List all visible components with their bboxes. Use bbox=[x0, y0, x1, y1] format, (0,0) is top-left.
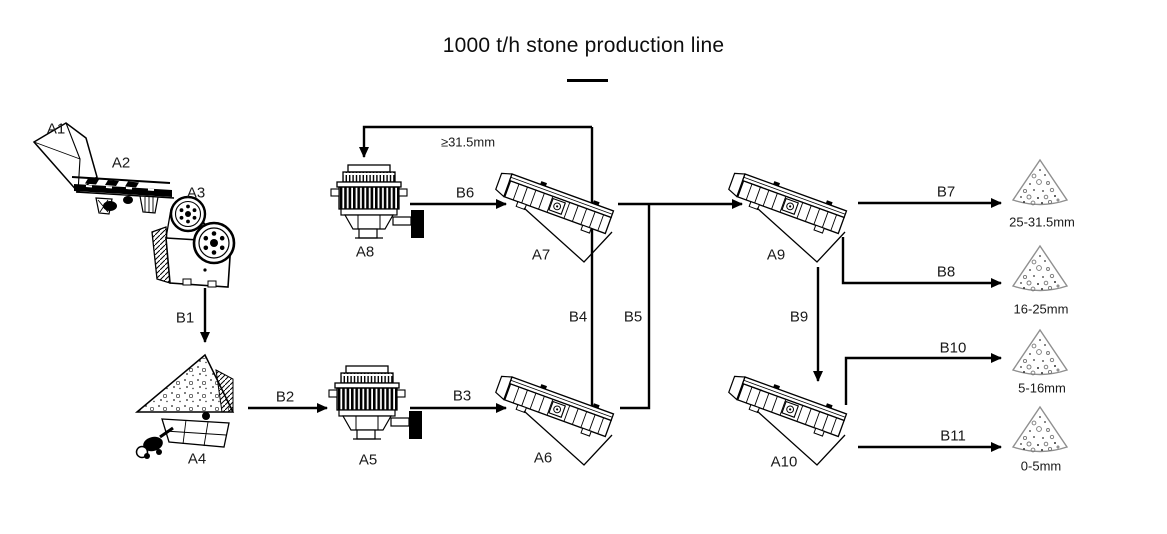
label-a2: A2 bbox=[111, 154, 131, 172]
product-pile-2-icon bbox=[1012, 245, 1068, 292]
label-a1: A1 bbox=[46, 120, 66, 138]
stockpile-icon bbox=[134, 353, 235, 459]
vibrating-feeder-icon bbox=[71, 176, 175, 215]
product-label-4: 0-5mm bbox=[1020, 458, 1062, 474]
vibrating-screen-a6-icon bbox=[492, 369, 616, 466]
product-label-3: 5-16mm bbox=[1018, 380, 1066, 396]
flow-label-b6: B6 bbox=[455, 184, 475, 202]
flow-label-b1: B1 bbox=[175, 309, 195, 327]
cone-crusher-a5-icon bbox=[328, 365, 423, 440]
flow-label-b9: B9 bbox=[789, 308, 809, 326]
label-a8: A8 bbox=[355, 243, 375, 261]
label-a4: A4 bbox=[187, 450, 207, 468]
flow-lines bbox=[200, 125, 1002, 452]
flow-label-b8: B8 bbox=[936, 263, 956, 281]
flow-arrow-b10 bbox=[844, 353, 1002, 405]
flow-label-b11: B11 bbox=[940, 427, 966, 445]
product-pile-3-icon bbox=[1012, 329, 1068, 376]
label-a5: A5 bbox=[358, 451, 378, 469]
vibrating-screen-a10-icon bbox=[725, 369, 849, 466]
product-pile-1-icon bbox=[1012, 159, 1068, 206]
flow-label-b10: B10 bbox=[939, 339, 967, 357]
flow-label-b3: B3 bbox=[452, 387, 472, 405]
jaw-crusher-icon bbox=[151, 195, 236, 288]
vibrating-screen-a9-icon bbox=[725, 166, 849, 263]
recirculation-size-label: ≥31.5mm bbox=[440, 134, 496, 150]
flow-label-b7: B7 bbox=[936, 183, 956, 201]
label-a3: A3 bbox=[186, 184, 206, 202]
feed-hopper-icon bbox=[32, 122, 98, 194]
title-underline bbox=[567, 79, 608, 82]
flow-label-b2: B2 bbox=[275, 388, 295, 406]
page-title: 1000 t/h stone production line bbox=[442, 34, 725, 57]
label-a6: A6 bbox=[533, 449, 553, 467]
flow-label-b4: B4 bbox=[568, 308, 588, 326]
recirculation-line bbox=[359, 125, 592, 158]
label-a9: A9 bbox=[766, 246, 786, 264]
cone-crusher-a8-icon bbox=[330, 164, 425, 239]
flow-label-b5: B5 bbox=[623, 308, 643, 326]
label-a10: A10 bbox=[770, 453, 798, 471]
product-pile-4-icon bbox=[1012, 406, 1068, 453]
product-label-2: 16-25mm bbox=[1013, 301, 1069, 317]
flow-arrow-b8 bbox=[841, 237, 1002, 288]
flow-line-b5 bbox=[620, 204, 651, 410]
vibrating-screen-a7-icon bbox=[492, 166, 616, 263]
product-label-1: 25-31.5mm bbox=[1009, 214, 1075, 230]
label-a7: A7 bbox=[531, 246, 551, 264]
